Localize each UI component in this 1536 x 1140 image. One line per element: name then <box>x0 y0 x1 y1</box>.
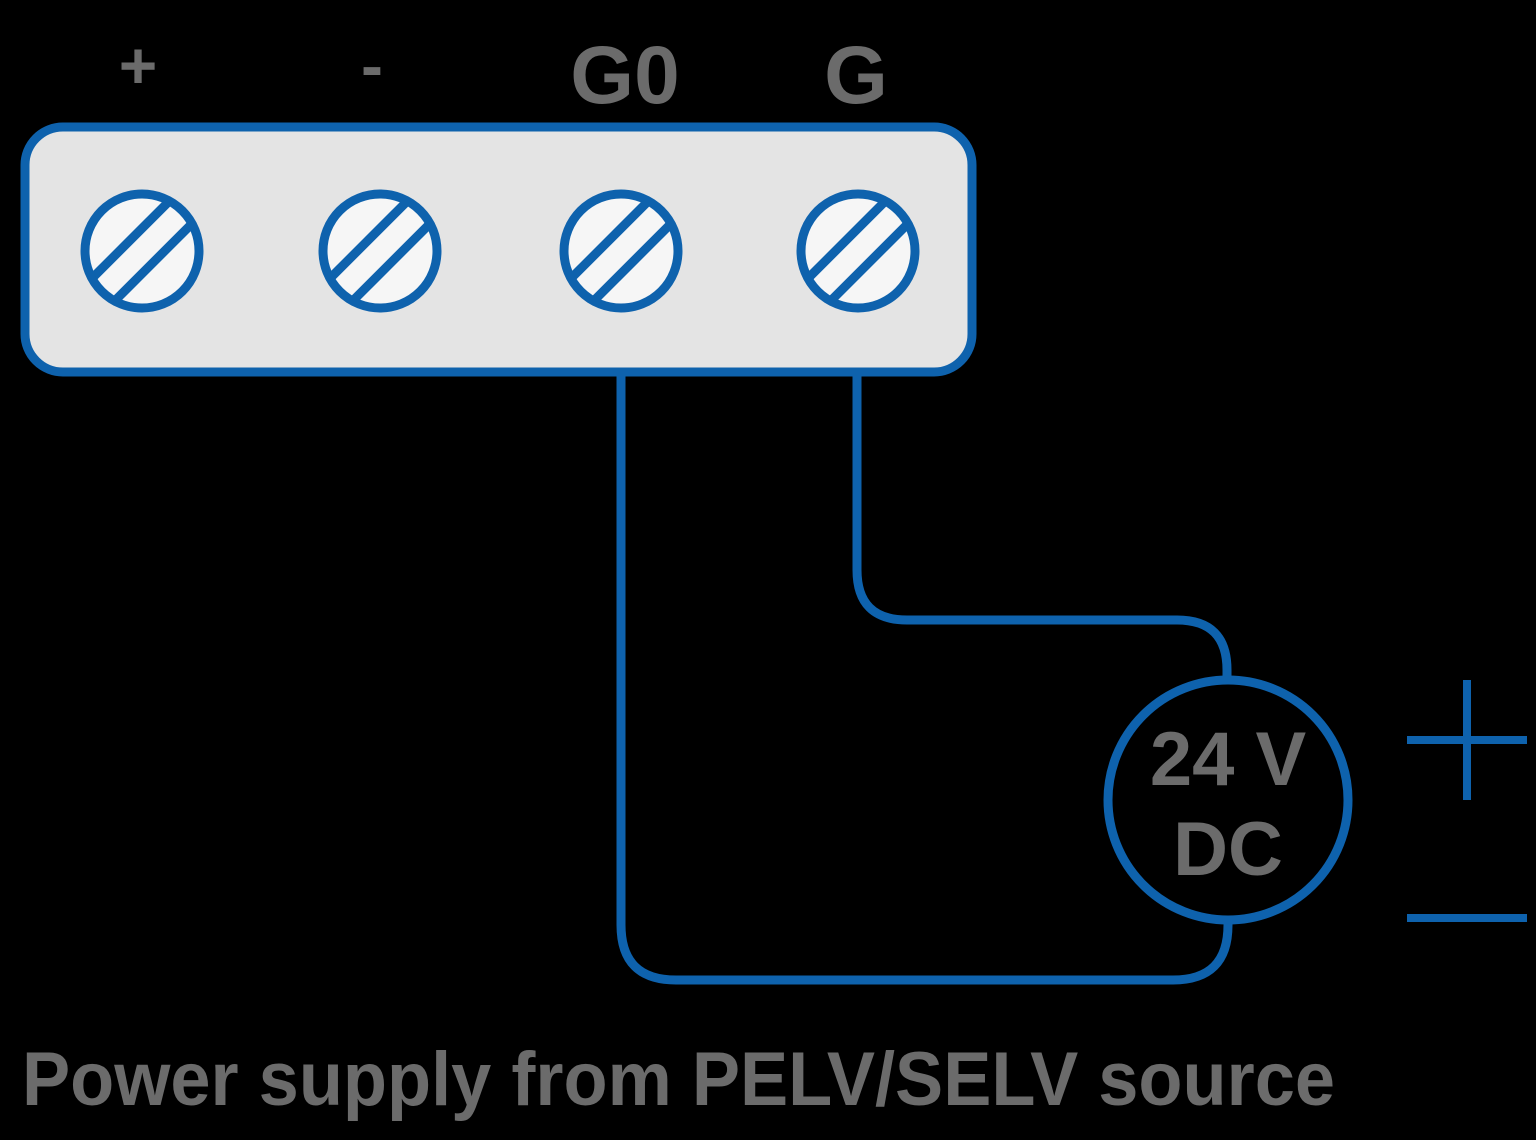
terminal-label-g: G <box>824 30 888 121</box>
screw-slot <box>327 198 433 304</box>
screw-terminal-plus <box>80 189 204 313</box>
screw-terminal-minus <box>318 189 442 313</box>
g0-wire <box>616 372 1233 985</box>
terminal-block <box>20 122 977 377</box>
g-wire <box>852 372 1232 680</box>
screw-slot <box>89 198 195 304</box>
screw-head-icon <box>80 189 204 313</box>
caption: Power supply from PELV/SELV source <box>22 1037 1335 1122</box>
plus-icon <box>1407 680 1527 800</box>
screw-head-icon <box>559 189 683 313</box>
power-source-type: DC <box>1173 807 1283 892</box>
screw-slot <box>89 198 195 304</box>
terminal-label-g0: G0 <box>570 30 679 121</box>
screw-head-icon <box>796 189 920 313</box>
screw-slot <box>568 198 674 304</box>
screw-head-icon <box>318 189 442 313</box>
power-source-voltage: 24 V <box>1150 717 1307 802</box>
screw-slot <box>805 198 911 304</box>
screw-terminal-g <box>796 189 920 313</box>
screw-terminal-g0 <box>559 189 683 313</box>
screw-slot <box>568 198 674 304</box>
screw-slot <box>327 198 433 304</box>
terminal-label-plus: + <box>119 28 158 102</box>
screw-slot <box>805 198 911 304</box>
terminal-label-minus: - <box>361 28 383 102</box>
power-source-circle <box>1103 675 1353 925</box>
